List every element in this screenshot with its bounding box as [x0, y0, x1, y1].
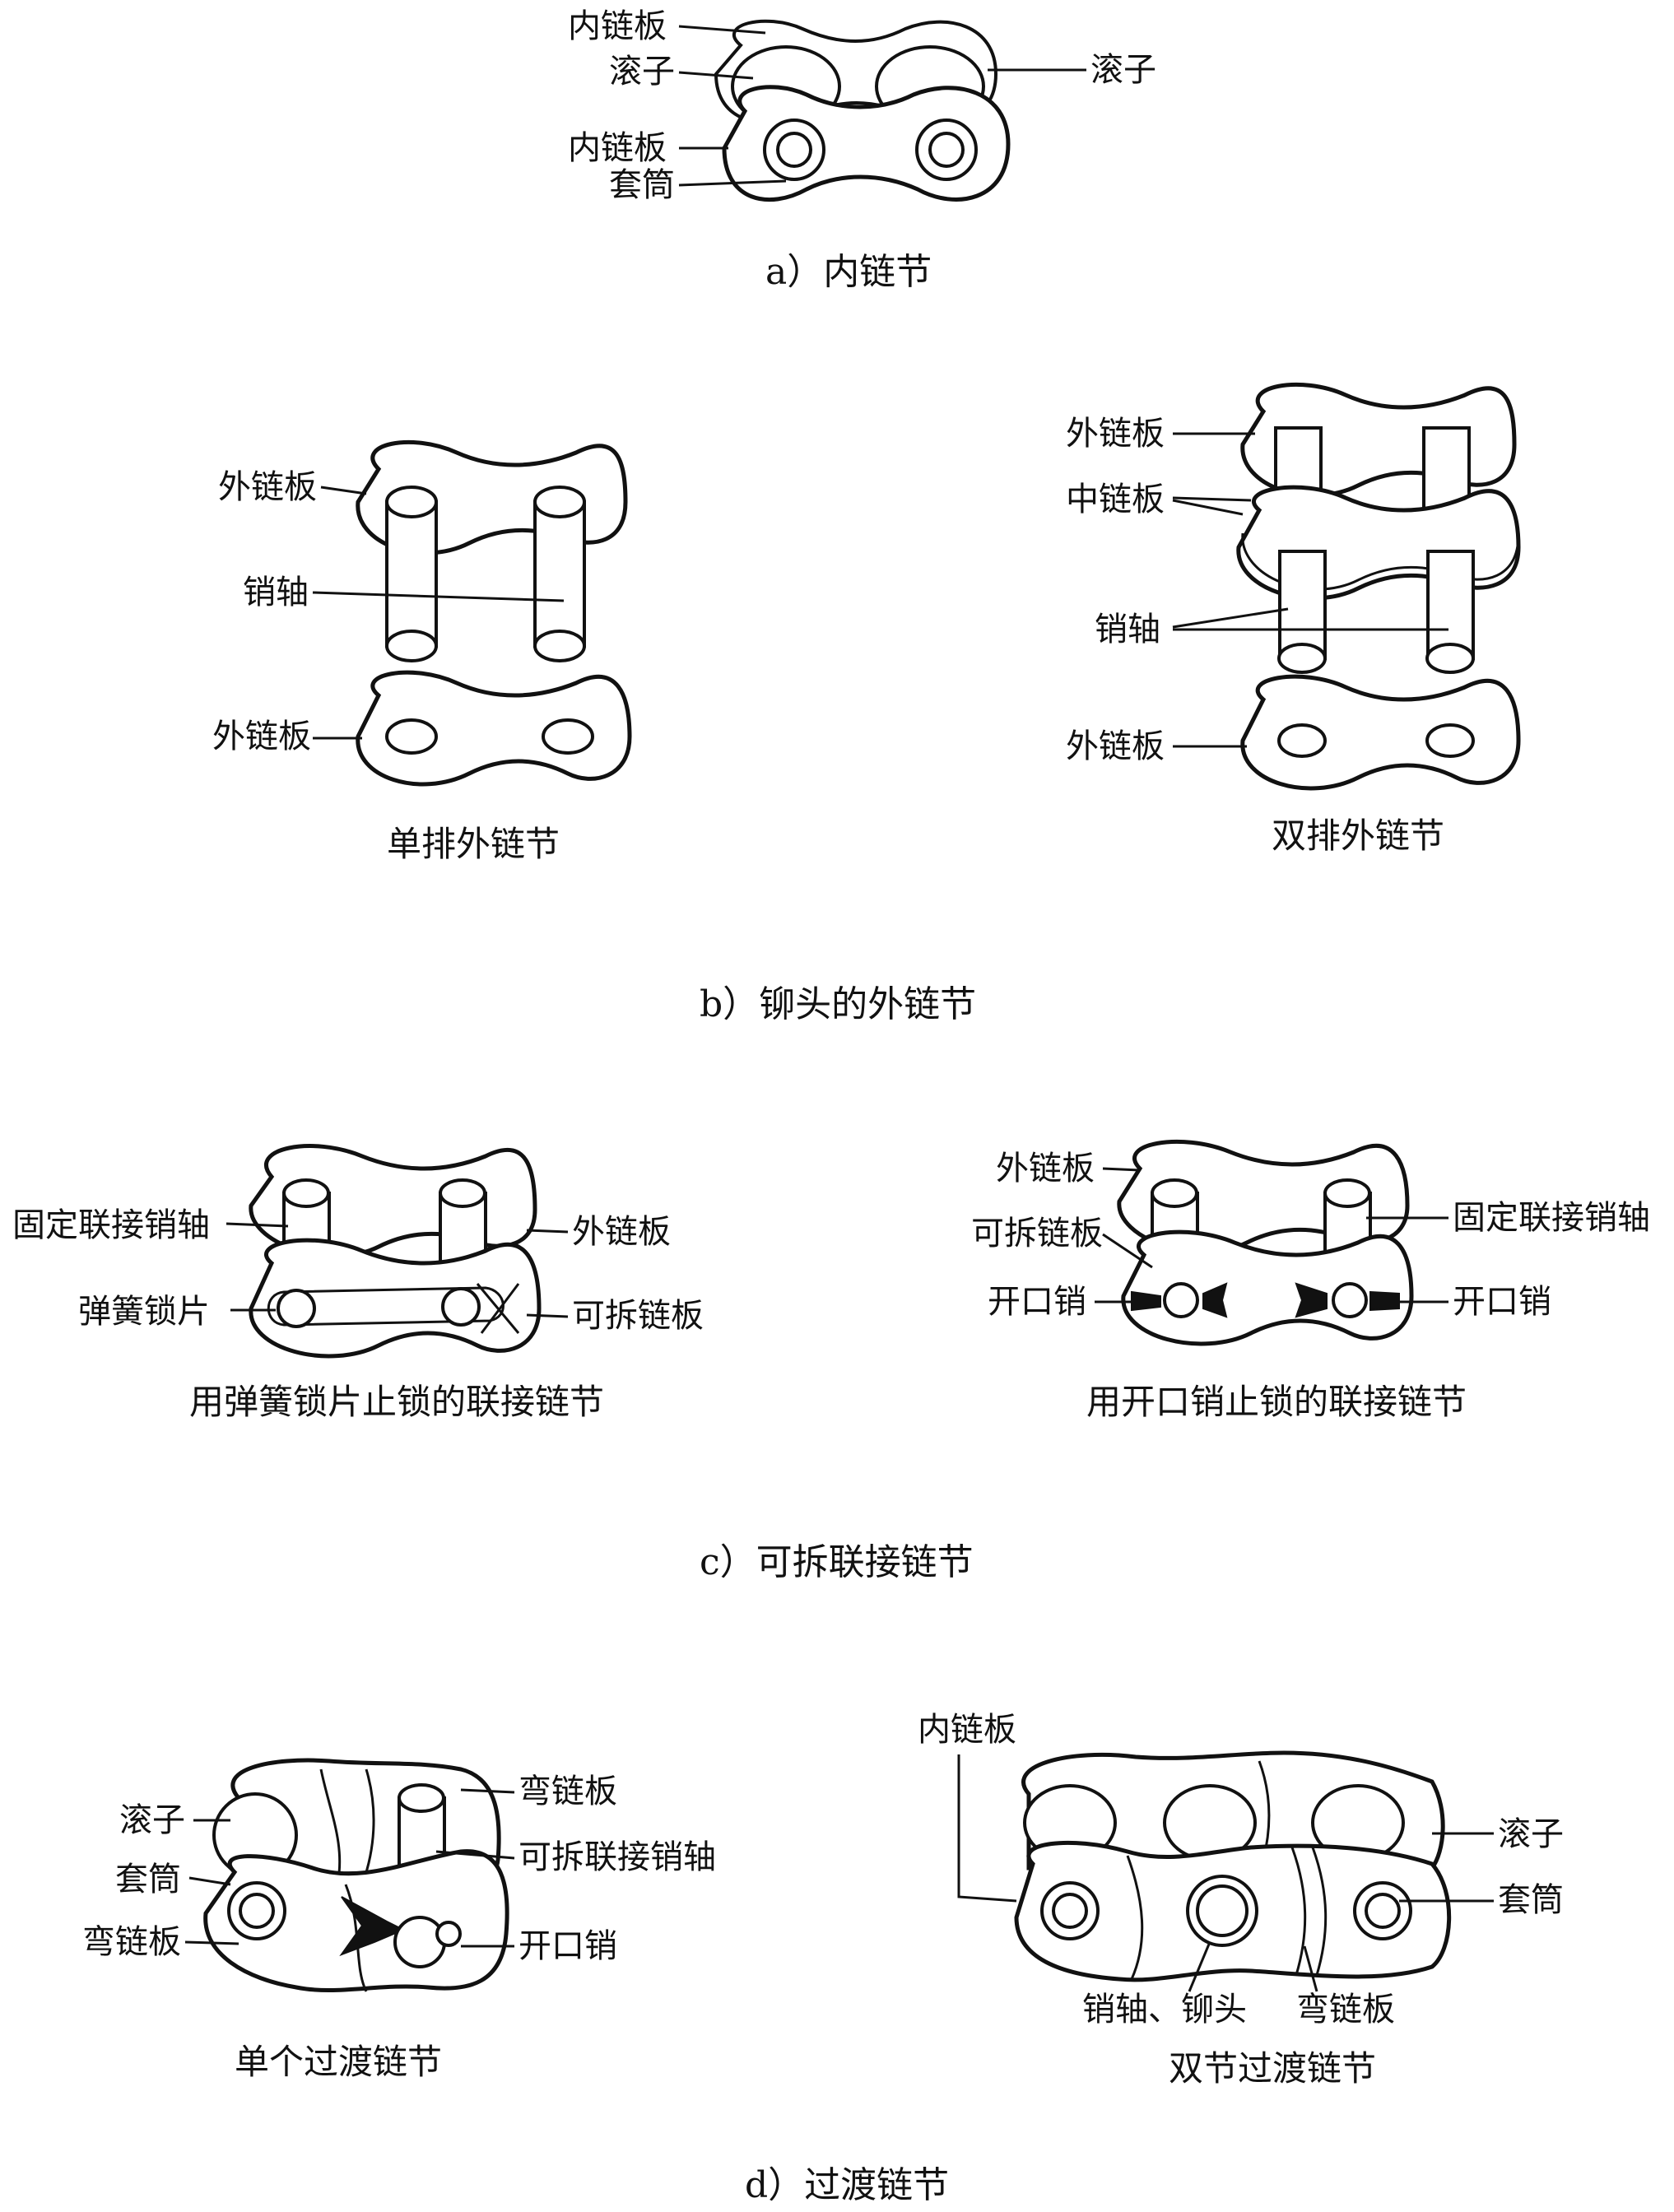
- label-cotter-fixed-pin: 固定联接销轴: [1453, 1199, 1650, 1237]
- label-cotter-detachable-plate: 可拆链板: [971, 1215, 1103, 1252]
- caption-b: b）铆头的外链节: [700, 983, 976, 1025]
- label-double-middle-plate: 中链板: [1066, 481, 1165, 518]
- caption-double-outer-link: 双排外链节: [1272, 816, 1444, 856]
- caption-c: c）可拆联接链节: [700, 1541, 974, 1583]
- caption-spring-clip-link: 用弹簧锁片止锁的联接链节: [189, 1382, 604, 1422]
- spring-clip-link-figure: [226, 1144, 569, 1359]
- label-double-outer-plate-top: 外链板: [1066, 415, 1165, 453]
- label-roller-right: 滚子: [1090, 51, 1156, 89]
- label-double-bushing: 套筒: [1498, 1881, 1564, 1919]
- label-roller-left: 滚子: [609, 53, 675, 91]
- single-outer-link-figure: [312, 439, 632, 787]
- caption-cotter-pin-link: 用开口销止锁的联接链节: [1086, 1382, 1467, 1422]
- double-outer-link-figure: [1172, 382, 1521, 791]
- inner-link-figure: [678, 19, 1086, 202]
- label-double-pin: 销轴: [1095, 611, 1160, 648]
- label-single-bushing: 套筒: [115, 1861, 181, 1898]
- label-single-outer-plate-bottom: 外链板: [212, 718, 311, 755]
- caption-a: a）内链节: [765, 251, 932, 293]
- label-single-outer-plate-top: 外链板: [218, 468, 317, 506]
- label-double-inner-plate: 内链板: [918, 1711, 1016, 1749]
- label-inner-plate-top: 内链板: [568, 7, 667, 45]
- label-spring-detachable-plate: 可拆链板: [572, 1297, 704, 1335]
- label-spring-fixed-pin: 固定联接销轴: [12, 1206, 210, 1244]
- cotter-pin-link-figure: [1095, 1139, 1448, 1346]
- label-double-pin-rivet: 销轴、铆头: [1082, 1991, 1247, 2028]
- label-single-cranked-plate-top: 弯链板: [518, 1773, 617, 1810]
- caption-single-cranked-link: 单个过渡链节: [235, 2042, 442, 2082]
- label-single-roller: 滚子: [119, 1801, 185, 1839]
- caption-double-cranked-link: 双节过渡链节: [1169, 2048, 1376, 2089]
- caption-single-outer-link: 单排外链节: [387, 824, 560, 864]
- label-double-outer-plate-bottom: 外链板: [1066, 727, 1165, 765]
- label-single-detachable-pin: 可拆联接销轴: [518, 1838, 716, 1876]
- label-double-cranked-plate: 弯链板: [1296, 1991, 1395, 2028]
- double-cranked-link-figure: [957, 1750, 1494, 1992]
- label-spring-outer-plate: 外链板: [572, 1213, 671, 1251]
- label-cotter-pin-left: 开口销: [988, 1283, 1086, 1321]
- label-single-cotter: 开口销: [518, 1927, 617, 1965]
- label-cotter-pin-right: 开口销: [1453, 1283, 1551, 1321]
- label-double-roller: 滚子: [1498, 1815, 1564, 1853]
- caption-d: d）过渡链节: [745, 2164, 949, 2206]
- label-cotter-outer-plate: 外链板: [996, 1150, 1095, 1187]
- label-bushing: 套筒: [609, 166, 675, 204]
- label-inner-plate-front: 内链板: [568, 129, 667, 167]
- label-single-pin: 销轴: [243, 574, 309, 611]
- label-spring-clip: 弹簧锁片: [78, 1293, 210, 1331]
- single-cranked-link-figure: [184, 1758, 515, 1992]
- label-single-cranked-plate-bottom: 弯链板: [82, 1923, 181, 1961]
